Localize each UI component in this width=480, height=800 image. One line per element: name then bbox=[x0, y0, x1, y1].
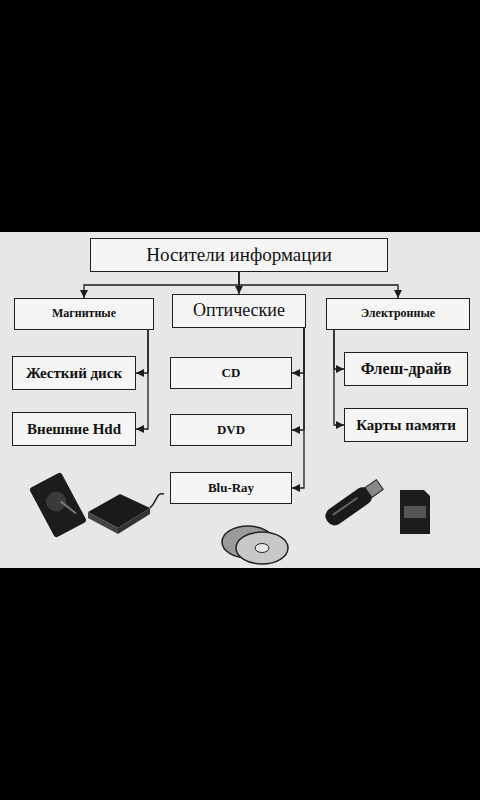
category-box: Внешние Hdd bbox=[12, 412, 136, 446]
box-label: Оптические bbox=[193, 301, 285, 321]
connector-arrow bbox=[136, 330, 148, 373]
category-box: CD bbox=[170, 357, 292, 389]
flash-drive-highlight bbox=[332, 497, 358, 516]
box-label: Жесткий диск bbox=[26, 365, 122, 382]
external-hdd-side bbox=[118, 508, 150, 534]
flash-drive-icon bbox=[322, 477, 385, 528]
category-box: Флеш-драйв bbox=[344, 352, 468, 386]
optical-discs-icon bbox=[222, 526, 288, 564]
flash-drive-plug bbox=[365, 480, 383, 498]
category-box: Жесткий диск bbox=[12, 356, 136, 390]
black-band bbox=[0, 0, 480, 232]
memory-card-label bbox=[404, 506, 426, 518]
box-label: Внешние Hdd bbox=[27, 421, 121, 438]
box-label: CD bbox=[222, 366, 241, 380]
category-box: Магнитные bbox=[14, 298, 154, 330]
connector-arrow bbox=[334, 330, 344, 369]
connector-arrow bbox=[292, 328, 304, 488]
box-label: Карты памяти bbox=[356, 417, 456, 434]
box-label: DVD bbox=[217, 423, 245, 437]
category-box: DVD bbox=[170, 414, 292, 446]
connector-arrow bbox=[292, 328, 304, 430]
hard-disk-body bbox=[29, 472, 87, 538]
category-box: Электронные bbox=[326, 298, 470, 330]
external-hdd-side bbox=[88, 512, 118, 534]
category-box: Blu-Ray bbox=[170, 472, 292, 504]
black-band bbox=[0, 568, 480, 800]
box-label: Флеш-драйв bbox=[361, 360, 452, 378]
category-box: Карты памяти bbox=[344, 408, 468, 442]
hard-disk-arm bbox=[61, 498, 77, 518]
connector-arrow bbox=[238, 272, 239, 294]
box-label: Магнитные bbox=[52, 307, 116, 320]
connector-arrow bbox=[136, 330, 148, 429]
memory-card-body bbox=[400, 490, 430, 534]
memory-card-icon bbox=[400, 490, 430, 534]
box-label: Blu-Ray bbox=[208, 481, 254, 495]
disc bbox=[236, 532, 288, 564]
disc-hole bbox=[255, 544, 269, 553]
connector-arrow bbox=[334, 330, 344, 425]
category-box: Носители информации bbox=[90, 238, 388, 272]
box-label: Электронные bbox=[361, 307, 435, 320]
external-hdd-icon bbox=[88, 494, 164, 534]
connector-arrow bbox=[292, 328, 304, 373]
paper-background bbox=[0, 232, 480, 568]
category-box: Оптические bbox=[172, 294, 306, 328]
hard-disk-icon bbox=[29, 472, 87, 538]
usb-cable bbox=[150, 494, 164, 508]
box-label: Носители информации bbox=[146, 245, 332, 266]
hard-disk-platter bbox=[43, 488, 70, 515]
